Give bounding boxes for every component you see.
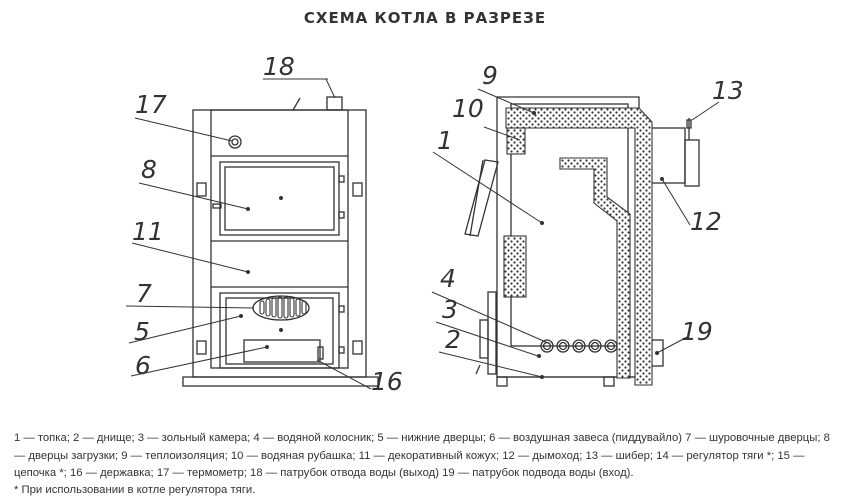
callout-4: 4 (440, 264, 456, 293)
right-side-bracket (352, 182, 363, 197)
callout-12: 12 (690, 207, 722, 236)
leader-lines (125, 78, 720, 390)
callout-3: 3 (442, 295, 458, 324)
top-tick (292, 97, 301, 111)
loading-door-open (464, 159, 499, 237)
front-casing (192, 109, 367, 378)
left-side-bracket (196, 182, 207, 197)
lower-door-side (487, 291, 497, 375)
legend-text: 1 — топка; 2 — днище; 3 — зольный камера… (14, 432, 830, 479)
callout-5: 5 (134, 317, 150, 346)
callout-1: 1 (437, 126, 453, 155)
insulation-layer (503, 107, 653, 386)
front-base (182, 376, 379, 387)
callout-2: 2 (445, 325, 461, 354)
air-curtain-flap (243, 339, 321, 363)
callout-7: 7 (136, 279, 152, 308)
callout-11: 11 (132, 217, 164, 246)
thermometer-icon (228, 135, 242, 149)
callout-13: 13 (712, 76, 744, 105)
diagram-title: СХЕМА КОТЛА В РАЗРЕЗЕ (303, 9, 547, 27)
louver-slots (259, 296, 307, 319)
callout-17: 17 (135, 90, 167, 119)
outlet-pipe-stub (326, 96, 343, 111)
callout-6: 6 (135, 351, 151, 380)
callout-18: 18 (263, 52, 295, 81)
callout-9: 9 (482, 61, 498, 90)
front-view (182, 96, 379, 387)
loading-door (219, 161, 340, 236)
callout-10: 10 (452, 94, 484, 123)
footnote: * При использовании в котле регулятора т… (14, 484, 256, 496)
thermometer-inner (231, 138, 239, 146)
callout-16: 16 (371, 367, 403, 396)
boiler-diagram: 18 17 8 11 7 5 6 16 9 10 1 4 3 2 13 12 1… (125, 52, 744, 396)
point-markers (239, 111, 664, 379)
water-grate-tubes (540, 339, 618, 353)
side-view (464, 96, 700, 387)
lower-door (219, 292, 340, 369)
firebox-outline (510, 103, 629, 347)
poker-door-window (252, 295, 310, 321)
callout-numbers: 18 17 8 11 7 5 6 16 9 10 1 4 3 2 13 12 1… (132, 52, 744, 396)
callout-19: 19 (681, 317, 713, 346)
callout-8: 8 (141, 155, 157, 184)
chimney-outlet (684, 139, 700, 187)
